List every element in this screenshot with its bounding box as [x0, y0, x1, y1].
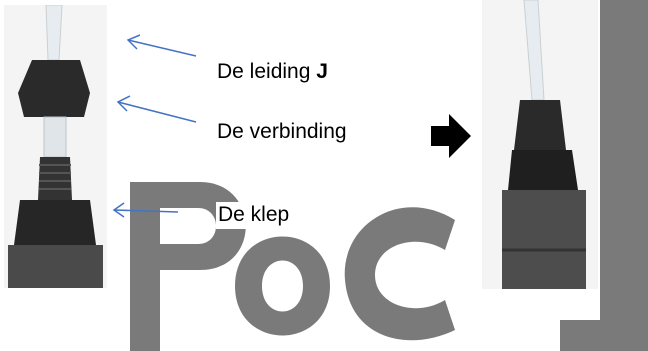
- label-tube: De leiding J: [215, 59, 332, 86]
- label-connection-text: De verbinding: [217, 120, 347, 143]
- compression-nut: [18, 60, 90, 117]
- label-connection: De verbinding: [215, 119, 351, 146]
- compression-nut: [514, 100, 566, 150]
- valve-body-base: [502, 190, 586, 289]
- watermark-letter-c: [344, 207, 455, 341]
- thin-blue-arrow-icon: [126, 34, 197, 57]
- thin-blue-arrow-icon: [116, 95, 197, 123]
- fitting-photo-left: [4, 5, 107, 288]
- label-tube-text: De leiding: [217, 60, 311, 83]
- label-valve-text: De klep: [218, 203, 290, 226]
- valve-body-hex: [14, 200, 96, 245]
- valve-body-base: [8, 245, 103, 288]
- fitting-photo-right: [482, 0, 598, 289]
- watermark-letter-o: [235, 236, 330, 336]
- label-tube-suffix: J: [316, 60, 328, 83]
- watermark-letter-l: [560, 0, 648, 351]
- black-right-arrow-icon: [431, 114, 471, 158]
- thin-blue-arrow-icon: [112, 202, 179, 218]
- label-valve: De klep: [216, 202, 294, 229]
- valve-body-hex: [508, 150, 578, 190]
